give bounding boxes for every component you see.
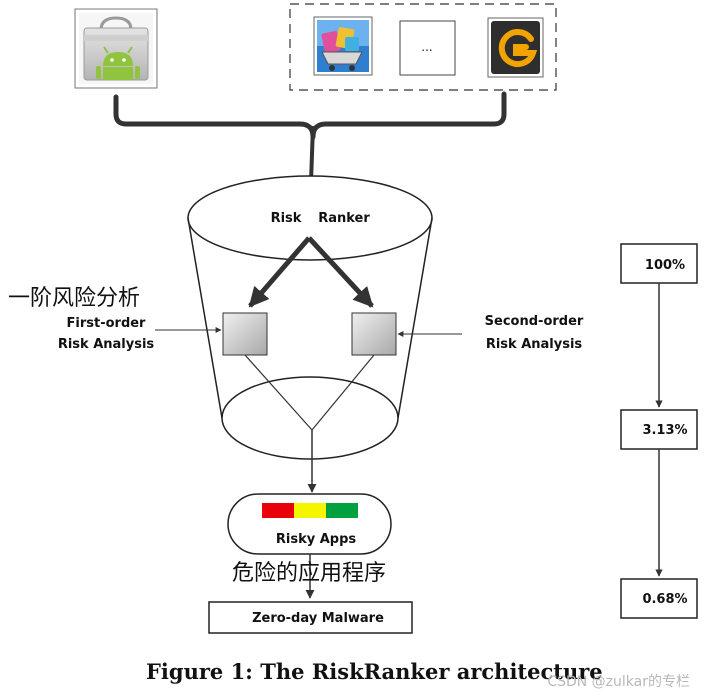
arrow-to-first-order (248, 236, 311, 308)
second-order-analysis-box (351, 312, 397, 356)
risky-apps-label: Risky Apps (276, 532, 357, 547)
figure-caption: Figure 1: The RiskRanker architecture (146, 659, 603, 684)
first-order-analysis-box (222, 312, 268, 356)
second-order-label-line2: Risk Analysis (486, 337, 583, 352)
risky-apps-node: Risky Apps (227, 493, 392, 555)
percent-box-3 (620, 578, 698, 619)
percentage-column: 100% 3.13% 0.68% (620, 243, 698, 619)
csdn-watermark: CSDN @zulkar的专栏 (547, 674, 690, 690)
funnel-bottom (221, 376, 399, 460)
zero-day-malware-label: Zero-day Malware (252, 611, 384, 626)
second-order-label-line1: Second-order (485, 314, 584, 329)
risk-color-bar-yellow (294, 503, 326, 518)
shopping-cart-market-icon (313, 16, 373, 76)
percent-label-3: 0.68% (642, 592, 687, 607)
first-order-label-line2: Risk Analysis (58, 337, 155, 352)
ellipsis-text: ... (421, 40, 432, 54)
percent-label-2: 3.13% (642, 423, 687, 438)
zero-day-malware-box (208, 601, 413, 634)
percent-box-1 (620, 243, 698, 284)
input-bracket (113, 91, 507, 140)
ellipsis-placeholder-box: ... (399, 20, 456, 76)
merge-line-right (311, 354, 375, 431)
third-party-markets-group: ... (289, 3, 557, 91)
riskranker-funnel: Risk Ranker (187, 175, 433, 460)
percent-box-2 (620, 409, 698, 450)
funnel-top (187, 175, 433, 261)
risk-color-bar-red (262, 503, 294, 518)
ranker-title-word1: Risk (271, 211, 302, 226)
g-market-icon (487, 17, 544, 78)
risk-color-bar-green (326, 503, 358, 518)
android-market-icon (74, 8, 158, 89)
risky-apps-chinese-label: 危险的应用程序 (232, 561, 386, 586)
first-order-label-line1: First-order (67, 316, 147, 331)
first-order-chinese-label: 一阶风险分析 (8, 286, 140, 311)
arrow-to-second-order (307, 236, 374, 308)
ranker-title-word2: Ranker (318, 211, 370, 226)
percent-label-1: 100% (645, 258, 685, 273)
merge-line-left (244, 354, 313, 431)
